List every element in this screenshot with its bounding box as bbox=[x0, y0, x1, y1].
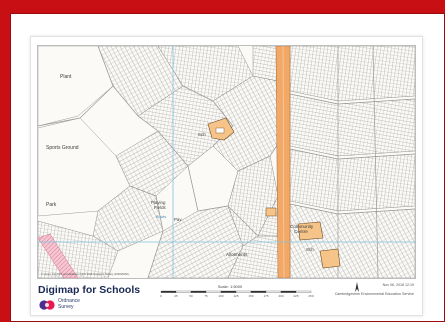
label-school: Sch bbox=[198, 132, 206, 137]
housing-block bbox=[252, 46, 279, 82]
scale-tick-label: 225 bbox=[293, 294, 298, 298]
building-small bbox=[265, 207, 277, 217]
scale-tick-label: 200 bbox=[278, 294, 283, 298]
label-allotments: Allotments bbox=[226, 252, 248, 257]
scale-tick-label: 175 bbox=[263, 294, 268, 298]
ordnance-survey-name: Ordnance Survey bbox=[58, 298, 80, 310]
community-centre-building bbox=[297, 221, 324, 241]
scale-segment bbox=[175, 290, 192, 293]
scale-segment bbox=[160, 290, 177, 293]
label-community-centre-line2: Centre bbox=[294, 229, 308, 234]
rail-line bbox=[38, 233, 79, 278]
scale-segment bbox=[295, 290, 312, 293]
scale-tick-label: 250 bbox=[308, 294, 313, 298]
scale-tick-label: 25 bbox=[174, 294, 178, 298]
plant-area bbox=[38, 46, 114, 127]
scale-segment bbox=[280, 290, 297, 293]
main-road-centerline bbox=[282, 46, 285, 278]
scale-tick-label: 100 bbox=[218, 294, 223, 298]
scale-segment bbox=[235, 290, 252, 293]
scale-tick-label: 50 bbox=[189, 294, 193, 298]
scale-segment bbox=[190, 290, 207, 293]
map-canvas[interactable]: Plant Sports Ground Park Playing Fields … bbox=[37, 45, 416, 279]
main-road bbox=[275, 46, 291, 278]
scale-tick-label: 125 bbox=[233, 294, 238, 298]
map-svg: Plant Sports Ground Park Playing Fields … bbox=[38, 46, 415, 278]
grid-lines bbox=[38, 46, 415, 278]
label-playing-fields-line1: Playing bbox=[151, 200, 166, 205]
north-arrow-icon bbox=[355, 282, 359, 292]
school-annex bbox=[215, 127, 225, 134]
scale-segment bbox=[205, 290, 222, 293]
map-copyright: © Crown copyright and database rights 20… bbox=[41, 272, 130, 276]
label-community-centre: Community Centre bbox=[290, 224, 315, 234]
housing-block bbox=[289, 46, 415, 102]
label-school-2: Sch bbox=[306, 247, 314, 252]
label-community-centre-line1: Community bbox=[290, 224, 314, 229]
scale-label: Scale: 1:5000 bbox=[217, 284, 243, 289]
scale-tick-label: 0 bbox=[160, 294, 162, 298]
housing-block bbox=[289, 203, 415, 278]
minor-roads bbox=[38, 46, 415, 278]
label-pavilion: Pav bbox=[174, 217, 182, 222]
scale-tick-label: 150 bbox=[248, 294, 253, 298]
label-sports-ground: Sports Ground bbox=[46, 145, 79, 151]
label-bowls: Bowls bbox=[156, 215, 166, 219]
scale-tick-label: 75 bbox=[204, 294, 208, 298]
attribution: Cambridgeshire Environmental Education S… bbox=[334, 292, 414, 296]
scale-segment bbox=[220, 290, 237, 293]
scale-bar: 0 25 50 75 100 125 150 175 200 225 250 bbox=[160, 290, 314, 298]
map-sheet: Plant Sports Ground Park Playing Fields … bbox=[30, 36, 423, 316]
digimap-brand: Digimap for Schools bbox=[38, 284, 141, 296]
print-date: Nov 06, 2018 12:19 bbox=[382, 283, 414, 287]
ordnance-survey-logo-icon bbox=[39, 300, 55, 310]
label-playing-fields-line2: Fields bbox=[154, 205, 167, 210]
housing-block bbox=[115, 130, 189, 197]
scale-segment bbox=[250, 290, 267, 293]
school-building-2 bbox=[319, 248, 341, 269]
label-plant: Plant bbox=[60, 74, 72, 80]
label-park: Park bbox=[46, 202, 57, 208]
map-footer: Digimap for Schools Ordnance Survey Scal… bbox=[37, 281, 416, 315]
label-playing-fields: Playing Fields bbox=[151, 200, 167, 210]
scale-segment bbox=[265, 290, 282, 293]
